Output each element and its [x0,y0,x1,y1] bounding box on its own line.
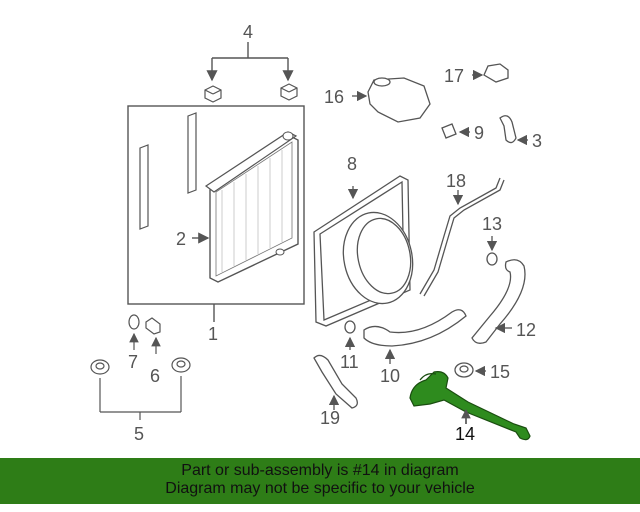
info-banner: Part or sub-assembly is #14 in diagram D… [0,458,640,504]
radiator-assembly-box [127,105,305,305]
callout-18: 18 [446,171,466,191]
upper-mount-left [204,85,222,103]
part-7-grommet [128,314,140,350]
callout-3: 3 [532,131,542,151]
part-4-group [206,42,294,82]
callout-14: 14 [455,424,475,444]
part-3-hose [499,115,528,146]
part-15-clamp [454,362,486,378]
callout-7: 7 [128,352,138,372]
callout-8: 8 [347,154,357,174]
callout-12: 12 [516,320,536,340]
part-6-bolt [145,317,161,354]
callout-11: 11 [340,352,359,372]
callout-19: 19 [320,408,340,428]
part-16-reservoir [352,77,431,123]
parts-diagram: 4 1 2 7 6 [90,22,542,444]
callout-2: 2 [176,229,186,249]
part-12-hose [471,259,526,344]
part-10-upper-hose [363,309,467,364]
part-17-cap [472,63,509,83]
banner-line-2: Diagram may not be specific to your vehi… [165,480,475,497]
callout-1: 1 [208,324,218,344]
upper-mount-right [280,83,298,101]
banner-line-1: Part or sub-assembly is #14 in diagram [181,462,459,479]
part-5-group [90,357,191,420]
callout-10: 10 [380,366,400,386]
callout-6: 6 [150,366,160,386]
callout-4: 4 [243,22,253,42]
callout-9: 9 [474,123,484,143]
callout-15: 15 [490,362,510,382]
part-13-ring [486,236,498,266]
callout-13: 13 [482,214,502,234]
callout-16: 16 [324,87,344,107]
callout-5: 5 [134,424,144,444]
callout-17: 17 [444,66,464,86]
part-11-ring [344,320,356,350]
part-19-hose [313,354,358,410]
part-14-highlighted-hose [409,371,531,441]
part-8-fan-shroud [313,175,414,327]
part-18-tube [419,177,505,297]
part-9-clip [441,123,470,139]
